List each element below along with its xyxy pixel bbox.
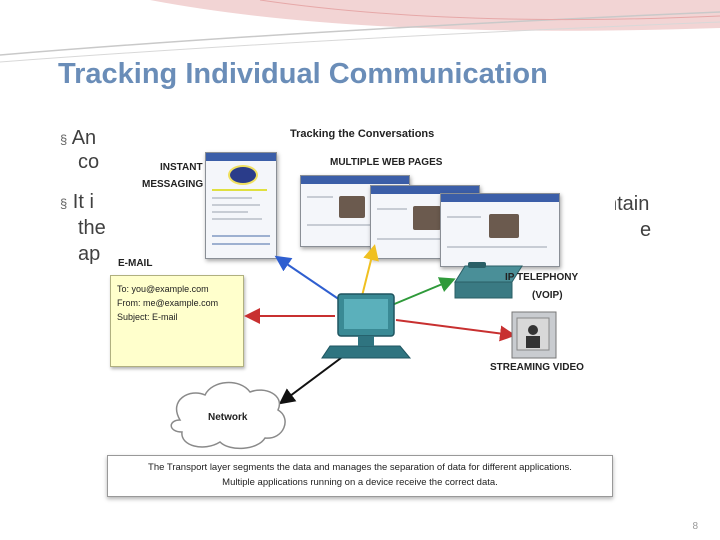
email-message-box: To: you@example.com From: me@example.com… (110, 275, 244, 367)
web-page-window-3 (440, 193, 560, 267)
list-line (212, 204, 260, 206)
window-titlebar (441, 194, 559, 202)
bullet-2-right-fragment-2: e (640, 219, 652, 241)
label-network: Network (208, 412, 248, 423)
ip-phone-icon (454, 262, 523, 299)
text-line (377, 238, 469, 240)
window-titlebar (371, 186, 479, 194)
email-subject-field: Subject: E-mail (117, 312, 178, 322)
list-line (212, 211, 248, 213)
arrow-to-streaming-video (395, 319, 516, 342)
text-line (447, 246, 547, 248)
label-ip-telephony: IP TELEPHONY (505, 272, 579, 283)
text-line (307, 196, 333, 198)
photo-thumbnail (413, 206, 441, 230)
caption-line-2: Multiple applications running on a devic… (222, 477, 498, 488)
list-line (212, 218, 262, 220)
text-line (307, 224, 397, 226)
bullet-2-right-fragment-1: ntain (606, 193, 650, 215)
bullet-1-line-2: co (78, 151, 100, 173)
text-line (377, 208, 407, 210)
bullet-1: § An (60, 126, 96, 152)
caption-line-1: The Transport layer segments the data an… (148, 462, 572, 473)
window-titlebar (301, 176, 409, 184)
list-line (212, 235, 270, 237)
label-messaging: MESSAGING (142, 179, 204, 190)
email-to-field: To: you@example.com (117, 284, 209, 294)
label-instant: INSTANT (160, 162, 203, 173)
bullet-marker: § (60, 132, 68, 147)
arrow-to-instant-messaging (274, 255, 341, 301)
bullet-2-line-3: ap (78, 243, 101, 265)
photo-thumbnail (339, 196, 365, 218)
diagram-heading: Tracking the Conversations (290, 128, 435, 140)
messenger-logo-icon (228, 165, 258, 185)
label-voip: (VOIP) (532, 290, 563, 301)
label-multiple-web-pages: MULTIPLE WEB PAGES (330, 157, 443, 168)
bullet-2-line-1: It i (72, 191, 94, 213)
bullet-marker: § (60, 196, 68, 211)
list-line (212, 243, 270, 245)
video-monitor-icon (511, 311, 557, 359)
page-number: 8 (692, 521, 698, 532)
window-titlebar (206, 153, 276, 161)
email-from-field: From: me@example.com (117, 298, 219, 308)
bullet-2-line-2: the (78, 217, 106, 239)
label-email: E-MAIL (118, 258, 153, 269)
label-streaming-video: STREAMING VIDEO (490, 362, 584, 373)
network-cloud-icon (170, 381, 286, 450)
list-line (212, 189, 267, 191)
list-line (212, 197, 252, 199)
photo-thumbnail (489, 214, 519, 238)
arrow-to-web-pages (361, 244, 379, 297)
text-line (447, 216, 481, 218)
arrow-to-ip-telephony (391, 277, 456, 306)
diagram-caption-box: The Transport layer segments the data an… (107, 455, 613, 497)
bullet-2: § It i (60, 190, 94, 216)
bullet-1-line-1: An (71, 127, 97, 149)
instant-messaging-window (205, 152, 277, 259)
header-swoosh-decoration (0, 0, 720, 63)
arrow-to-network (278, 354, 346, 405)
computer-icon (321, 293, 412, 359)
slide-title: Tracking Individual Communication (58, 58, 548, 90)
